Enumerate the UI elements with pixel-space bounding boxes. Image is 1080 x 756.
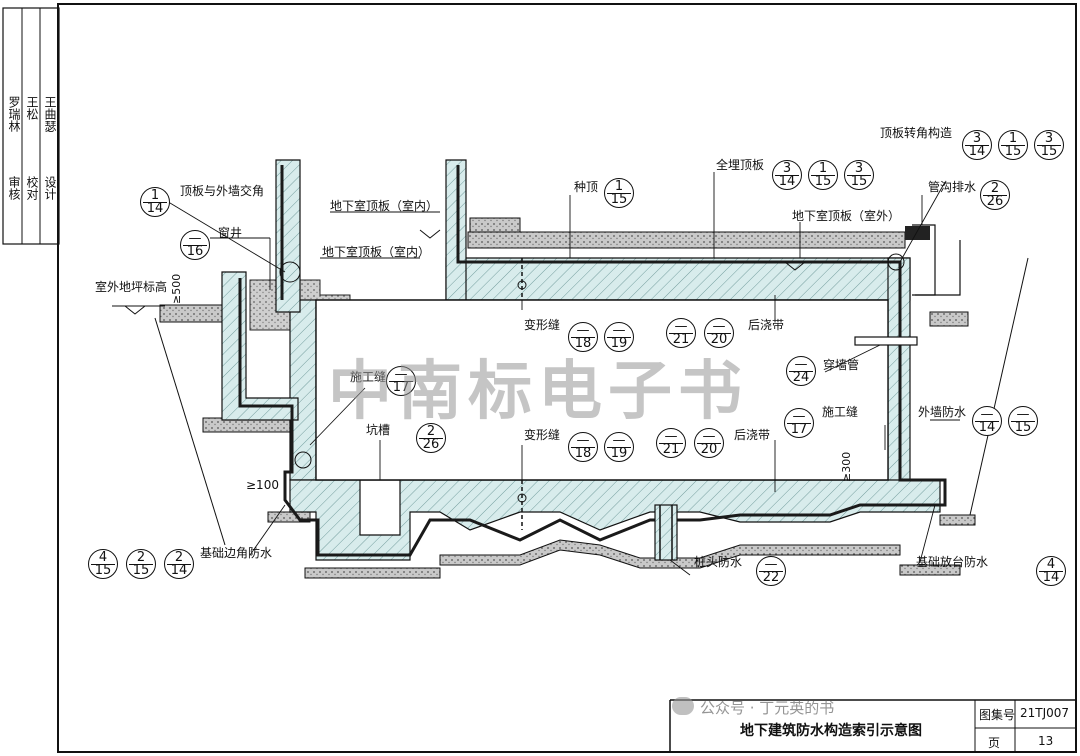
label-pile-head-wp: 桩头防水 bbox=[694, 555, 743, 569]
label-found-corner-wp: 基础边角防水 bbox=[200, 546, 273, 560]
bubble-post-bot-a: —21 bbox=[656, 428, 686, 458]
label-post-pour-bottom: 后浇带 bbox=[734, 428, 771, 442]
waterproof-membrane bbox=[238, 165, 947, 557]
left-wall bbox=[289, 299, 317, 481]
upper-wall bbox=[445, 159, 467, 301]
label-roof-indoor-1: 地下室顶板（室内） bbox=[330, 199, 439, 213]
sig-approve: 审核 bbox=[7, 176, 21, 200]
label-constr-joint-right: 施工缝 bbox=[822, 405, 859, 419]
label-dim-300: ≥300 bbox=[840, 451, 853, 482]
bubble-post-top-a: —21 bbox=[666, 318, 696, 348]
roof-soil-layer bbox=[467, 231, 906, 249]
pit bbox=[359, 479, 401, 536]
atlas-number: 21TJ007 bbox=[1020, 706, 1070, 720]
label-outer-wall-wp: 外墙防水 bbox=[918, 405, 967, 419]
label-roof-outer-wall: 顶板与外墙交角 bbox=[180, 184, 265, 198]
wechat-account: 公众号 · 丁元英的书 bbox=[700, 699, 835, 717]
label-roof-indoor-2: 地下室顶板（室内） bbox=[322, 245, 431, 259]
roof-slab bbox=[445, 257, 911, 301]
sig-design: 设计 bbox=[43, 176, 57, 200]
bubble-deform-bot-a: —18 bbox=[568, 432, 598, 462]
label-deform-joint-top: 变形缝 bbox=[524, 318, 561, 332]
label-planting-roof: 种顶 bbox=[574, 180, 599, 194]
title-block bbox=[669, 699, 1076, 752]
label-pit: 坑槽 bbox=[366, 423, 391, 437]
label-constr-joint-left: 施工缝 bbox=[350, 370, 387, 384]
pile bbox=[654, 504, 678, 561]
sig-name-1: 罗瑞林 bbox=[7, 96, 21, 132]
label-roof-outdoor: 地下室顶板（室外） bbox=[792, 209, 901, 223]
bubble-outer-b: —15 bbox=[1008, 406, 1038, 436]
wall-pipe bbox=[854, 336, 918, 346]
bubble-wall-pipe: —24 bbox=[786, 356, 816, 386]
bubble-window-well: —16 bbox=[180, 230, 210, 260]
bubble-post-top-b: —20 bbox=[704, 318, 734, 348]
bubble-constr-left: —17 bbox=[386, 366, 416, 396]
base-slab bbox=[289, 479, 941, 561]
bubble-outer-a: —14 bbox=[972, 406, 1002, 436]
label-outdoor-ground: 室外地坪标高 bbox=[95, 280, 168, 294]
sheet-border bbox=[57, 3, 1077, 753]
label-window-well: 窗井 bbox=[218, 226, 243, 240]
label-wall-pipe: 穿墙管 bbox=[823, 358, 860, 372]
bubble-pile: —22 bbox=[756, 556, 786, 586]
bubble-post-bot-b: —20 bbox=[694, 428, 724, 458]
sig-check: 校对 bbox=[25, 176, 39, 200]
wechat-icon bbox=[672, 697, 694, 715]
sig-name-3: 王曲瑟 bbox=[43, 96, 57, 132]
bubble-deform-top-a: —18 bbox=[568, 322, 598, 352]
bubble-deform-bot-b: —19 bbox=[604, 432, 634, 462]
label-fully-buried-roof: 全埋顶板 bbox=[716, 158, 765, 172]
drawing-title: 地下建筑防水构造索引示意图 bbox=[740, 723, 922, 739]
watermark-text: 中南标电子书 bbox=[328, 355, 748, 429]
signature-column bbox=[2, 7, 60, 245]
page-label: 页 bbox=[988, 736, 1001, 750]
bubble-deform-top-b: —19 bbox=[604, 322, 634, 352]
sig-name-2: 王松 bbox=[25, 96, 39, 120]
bubble-constr-right: —17 bbox=[784, 408, 814, 438]
atlas-label: 图集号 bbox=[979, 708, 1016, 722]
leader-lines bbox=[164, 172, 960, 576]
label-deform-joint-bottom: 变形缝 bbox=[524, 428, 561, 442]
label-found-step-wp: 基础放台防水 bbox=[916, 555, 989, 569]
page-number: 13 bbox=[1038, 734, 1054, 748]
label-trench-drain: 管沟排水 bbox=[928, 180, 977, 194]
interior-room bbox=[315, 299, 889, 481]
label-dim-100: ≥100 bbox=[246, 478, 279, 492]
label-post-pour-top: 后浇带 bbox=[748, 318, 785, 332]
label-roof-corner: 顶板转角构造 bbox=[880, 126, 953, 140]
label-dim-500: ≥500 bbox=[170, 273, 183, 304]
